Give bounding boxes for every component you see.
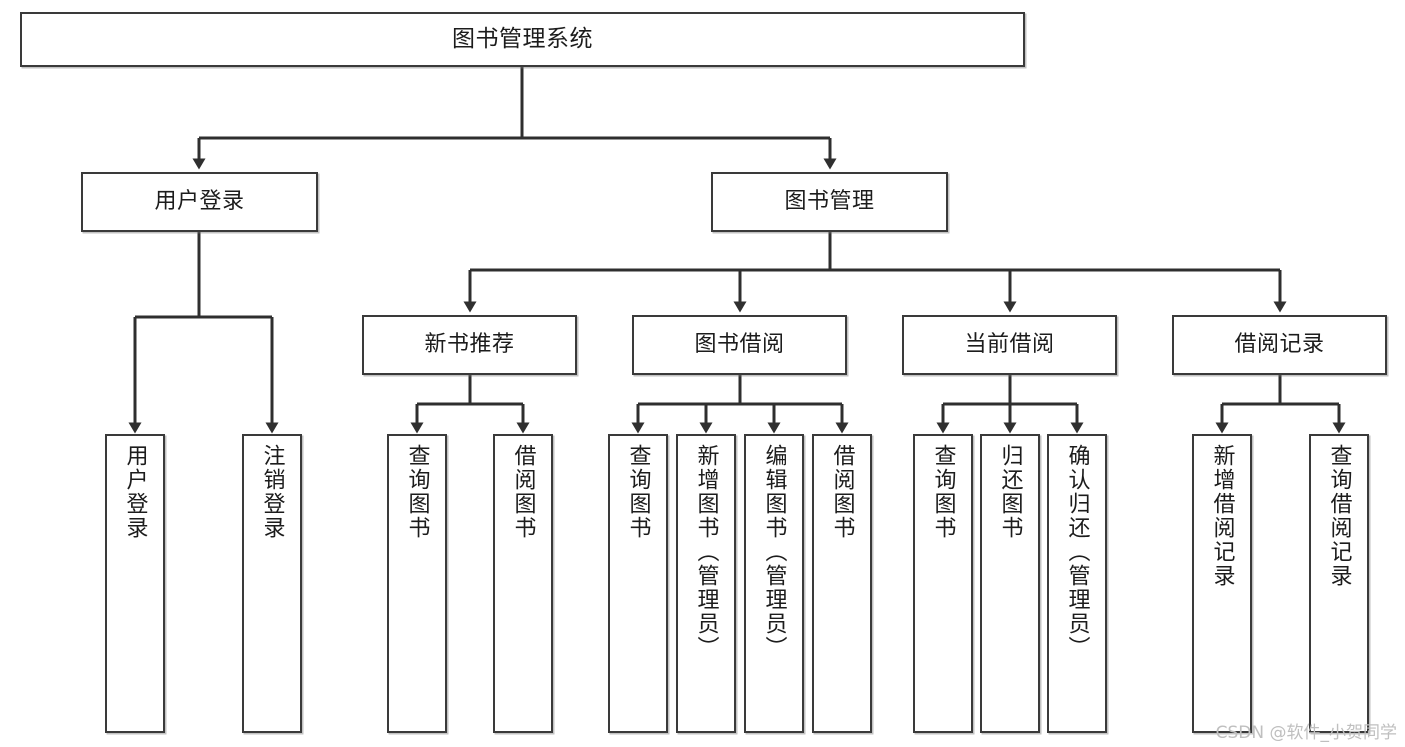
node-user-login-label: 用户登录 bbox=[154, 189, 245, 215]
node-book-borrow-label: 图书借阅 bbox=[694, 332, 785, 358]
node-leaf-query-book-1-label: 查询图书 bbox=[404, 444, 430, 540]
node-borrow-record[interactable]: 借阅记录 bbox=[1172, 315, 1387, 375]
node-book-borrow[interactable]: 图书借阅 bbox=[632, 315, 847, 375]
node-leaf-borrow-book-2-label: 借阅图书 bbox=[829, 444, 855, 540]
node-leaf-logout[interactable]: 注销登录 bbox=[242, 434, 302, 733]
node-leaf-borrow-book-1-label: 借阅图书 bbox=[510, 444, 536, 540]
node-borrow-record-label: 借阅记录 bbox=[1234, 332, 1325, 358]
watermark: CSDN @软件_小贺同学 bbox=[1215, 723, 1397, 743]
node-leaf-edit-book-label: 编辑图书（管理员） bbox=[761, 444, 787, 660]
node-leaf-query-record[interactable]: 查询借阅记录 bbox=[1309, 434, 1369, 733]
node-leaf-add-book-label: 新增图书（管理员） bbox=[693, 444, 719, 660]
node-new-book-rec[interactable]: 新书推荐 bbox=[362, 315, 577, 375]
node-leaf-query-book-1[interactable]: 查询图书 bbox=[387, 434, 447, 733]
node-leaf-query-book-3-label: 查询图书 bbox=[930, 444, 956, 540]
node-leaf-return-book[interactable]: 归还图书 bbox=[980, 434, 1040, 733]
node-leaf-query-book-2[interactable]: 查询图书 bbox=[608, 434, 668, 733]
node-leaf-add-record[interactable]: 新增借阅记录 bbox=[1192, 434, 1252, 733]
node-leaf-user-login-label: 用户登录 bbox=[122, 444, 148, 540]
node-leaf-borrow-book-2[interactable]: 借阅图书 bbox=[812, 434, 872, 733]
node-user-login[interactable]: 用户登录 bbox=[81, 172, 318, 232]
node-leaf-edit-book[interactable]: 编辑图书（管理员） bbox=[744, 434, 804, 733]
node-root[interactable]: 图书管理系统 bbox=[20, 12, 1025, 67]
node-leaf-logout-label: 注销登录 bbox=[259, 444, 285, 540]
node-leaf-borrow-book-1[interactable]: 借阅图书 bbox=[493, 434, 553, 733]
node-current-borrow[interactable]: 当前借阅 bbox=[902, 315, 1117, 375]
node-current-borrow-label: 当前借阅 bbox=[964, 332, 1055, 358]
node-leaf-user-login[interactable]: 用户登录 bbox=[105, 434, 165, 733]
node-leaf-confirm-return-label: 确认归还（管理员） bbox=[1064, 444, 1090, 660]
node-leaf-return-book-label: 归还图书 bbox=[997, 444, 1023, 540]
node-leaf-confirm-return[interactable]: 确认归还（管理员） bbox=[1047, 434, 1107, 733]
node-book-manage[interactable]: 图书管理 bbox=[711, 172, 948, 232]
node-leaf-add-record-label: 新增借阅记录 bbox=[1209, 444, 1235, 588]
node-leaf-query-book-2-label: 查询图书 bbox=[625, 444, 651, 540]
node-book-manage-label: 图书管理 bbox=[784, 189, 875, 215]
node-new-book-rec-label: 新书推荐 bbox=[424, 332, 515, 358]
node-leaf-query-book-3[interactable]: 查询图书 bbox=[913, 434, 973, 733]
node-leaf-query-record-label: 查询借阅记录 bbox=[1326, 444, 1352, 588]
node-leaf-add-book[interactable]: 新增图书（管理员） bbox=[676, 434, 736, 733]
node-root-label: 图书管理系统 bbox=[452, 26, 593, 53]
